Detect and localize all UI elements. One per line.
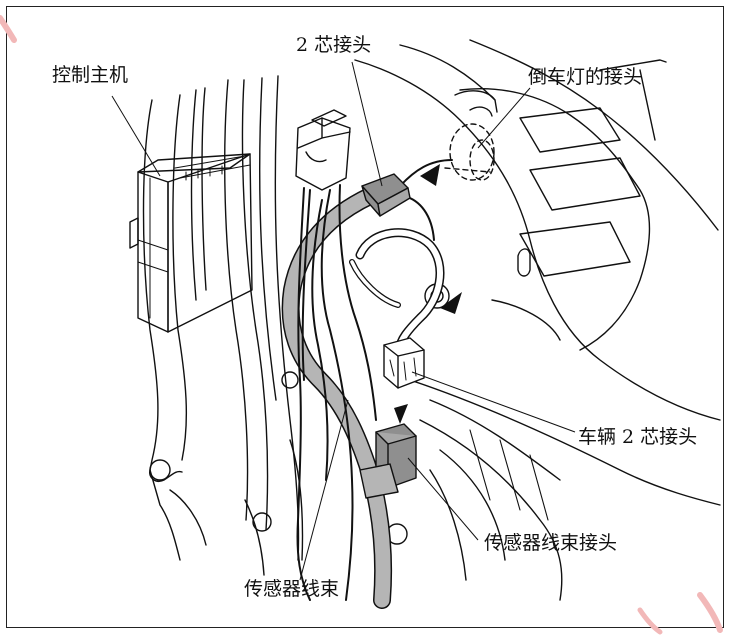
body-panel <box>354 39 721 421</box>
leader-control-unit <box>111 95 161 177</box>
vehicle-two-pin-connector <box>383 337 425 389</box>
control-unit-box <box>129 153 253 333</box>
arrow-to-reverse-light <box>420 164 440 186</box>
label-sensor-harness-connector: 传感器线束接头 <box>484 532 618 554</box>
leader-vehicle-two-pin <box>411 371 576 433</box>
label-control-unit: 控制主机 <box>52 64 129 86</box>
two-pin-connector <box>361 173 411 217</box>
leader-reverse-light <box>477 87 531 149</box>
reverse-light-connector <box>444 123 495 181</box>
label-reverse-light-connector: 倒车灯的接头 <box>528 66 643 88</box>
leader-sensor-harness <box>299 399 349 581</box>
trim-pillar-left-inner <box>172 94 188 461</box>
label-vehicle-two-pin-connector: 车辆 2 芯接头 <box>578 426 698 448</box>
sensor-harness-bundle <box>281 187 393 609</box>
label-two-pin-connector: 2 芯接头 <box>296 34 372 56</box>
arrow-to-vehicle-connector <box>440 292 462 314</box>
top-connector-housing <box>295 109 351 191</box>
leader-sensor-harness-connector <box>407 457 479 541</box>
diagram-frame <box>6 6 724 628</box>
arrow-to-harness-connector <box>394 404 408 424</box>
sensor-harness-connector-part <box>359 423 417 499</box>
leader-two-pin <box>351 61 383 187</box>
label-sensor-harness: 传感器线束 <box>244 578 340 600</box>
